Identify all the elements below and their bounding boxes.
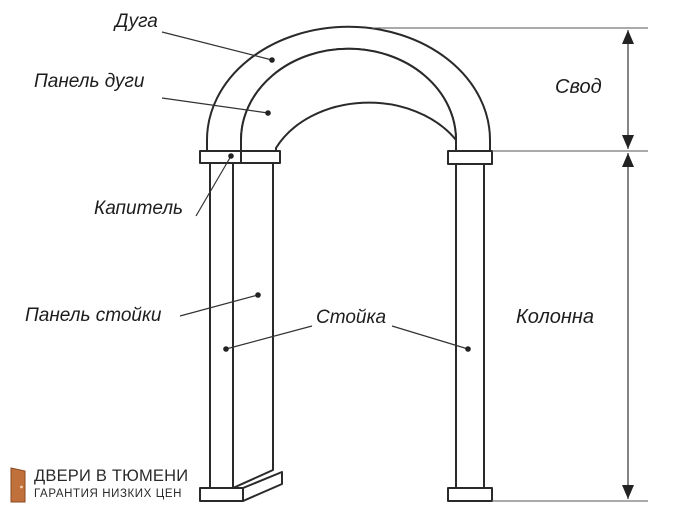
label-column: Колонна [516, 306, 594, 328]
vault-arrow-bottom [622, 135, 634, 149]
column-arrow-bottom [622, 485, 634, 499]
right-capital [447, 150, 493, 165]
label-vault: Свод [555, 76, 602, 98]
left-post-panel [232, 162, 274, 489]
post-leader-right [391, 325, 469, 350]
door-logo-icon [10, 467, 26, 503]
right-post [455, 163, 485, 489]
label-arc: Дуга [113, 11, 158, 32]
capital-dot [228, 153, 234, 159]
brand-subtitle: ГАРАНТИЯ НИЗКИХ ЦЕН [34, 488, 183, 500]
arc-panel-leader [161, 97, 269, 114]
post-panel-dot [255, 292, 261, 298]
post-panel-leader [179, 294, 259, 317]
label-post-panel: Панель стойки [25, 305, 162, 326]
left-post [209, 162, 234, 489]
left-capital [199, 150, 242, 164]
capital-leader [195, 155, 232, 217]
left-capital-front [240, 150, 281, 164]
post-leader-left [225, 325, 313, 350]
brand-title: ДВЕРИ В ТЮМЕНИ [34, 467, 189, 485]
label-arc-panel: Панель дуги [34, 71, 145, 92]
arc-leader [161, 31, 273, 61]
left-base-front [242, 471, 283, 502]
post-dot-right [465, 346, 471, 352]
right-base [447, 487, 493, 502]
column-arrow-top [622, 153, 634, 167]
brand-watermark: ДВЕРИ В ТЮМЕНИ ГАРАНТИЯ НИЗКИХ ЦЕН [10, 465, 210, 507]
label-capital: Капитель [94, 198, 183, 219]
post-dot-left [223, 346, 229, 352]
label-post: Стойка [316, 307, 386, 328]
arc-panel [240, 47, 457, 153]
arc-panel-dot [265, 110, 271, 116]
arc-dot [269, 57, 275, 63]
vault-arrow-top [622, 30, 634, 44]
